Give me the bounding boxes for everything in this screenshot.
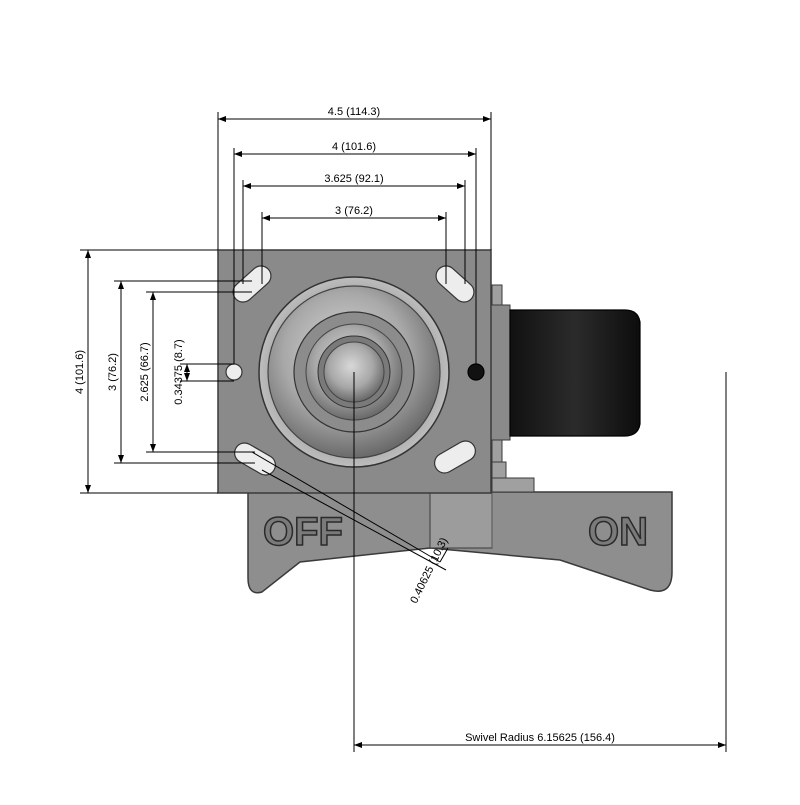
dim-swivel-radius: Swivel Radius 6.15625 (156.4) xyxy=(465,732,615,744)
dim-plate-width-mid: 4 (101.6) xyxy=(332,141,376,153)
bolt-slot-bottom-right xyxy=(434,440,476,474)
dim-bolt-height-outer: 3 (76.2) xyxy=(107,353,119,391)
dimension-lines xyxy=(80,112,727,752)
dim-slot-width: 0.34375 (8.7) xyxy=(173,339,185,404)
dim-plate-width-outer: 4.5 (114.3) xyxy=(328,106,380,118)
wheel xyxy=(489,284,641,479)
bolt-slot-bottom-left xyxy=(234,442,276,476)
bolt-slot-top-left xyxy=(232,265,272,303)
bolt-hole-right xyxy=(467,363,485,381)
dim-bolt-width-outer: 3.625 (92.1) xyxy=(324,173,383,185)
bolt-hole-left xyxy=(225,363,243,381)
dim-bolt-height-inner: 2.625 (66.7) xyxy=(139,342,151,401)
dim-bolt-width-inner: 3 (76.2) xyxy=(335,205,373,217)
brake-on-label: ON xyxy=(588,510,648,554)
dimension-arrows xyxy=(85,116,726,748)
brake-off-label: OFF xyxy=(263,510,343,554)
dim-plate-height-outer: 4 (101.6) xyxy=(74,350,86,394)
